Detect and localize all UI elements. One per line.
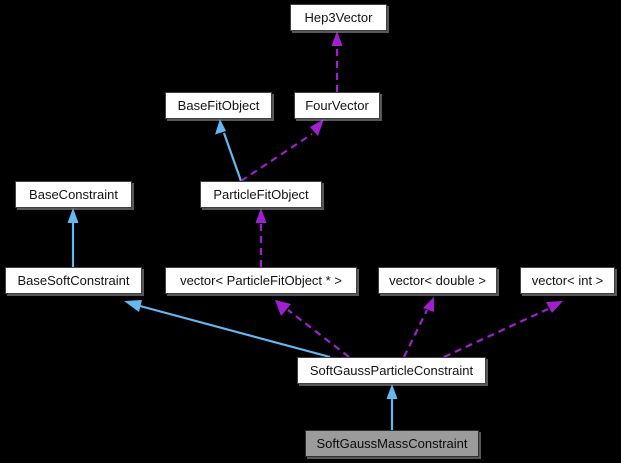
class-node-label: FourVector [305, 97, 369, 113]
edge-basesoftconstraint-to-baseconstraint [67, 208, 79, 267]
edge-softgaussparticleconstraint-to-basesoftconstraint [124, 300, 331, 359]
class-node-softgaussparticleconstraint[interactable]: SoftGaussParticleConstraint [297, 357, 486, 384]
class-node-hep3vector[interactable]: Hep3Vector [290, 4, 387, 31]
edge-softgaussparticleconstraint-to-vector-double [403, 297, 434, 358]
edge-softgaussparticleconstraint-to-vector-particlefitobject [275, 300, 350, 358]
edge-softgaussparticleconstraint-to-vector-int [443, 301, 563, 358]
class-node-label: vector< int > [531, 272, 604, 288]
class-node-fourvector[interactable]: FourVector [294, 92, 380, 119]
class-node-vector-double[interactable]: vector< double > [378, 267, 497, 294]
class-node-label: SoftGaussParticleConstraint [309, 362, 474, 378]
class-node-softgaussmassconstraint[interactable]: SoftGaussMassConstraint [305, 430, 479, 457]
class-node-label: SoftGaussMassConstraint [316, 435, 468, 451]
class-node-vector-int[interactable]: vector< int > [520, 267, 615, 294]
class-node-basefitobject[interactable]: BaseFitObject [165, 92, 272, 119]
edge-particlefitobject-to-fourvector [240, 119, 324, 182]
class-node-particlefitobject[interactable]: ParticleFitObject [200, 181, 322, 208]
edge-fourvector-to-hep3vector [331, 31, 343, 92]
class-node-label: vector< ParticleFitObject * > [180, 272, 342, 288]
class-node-label: BaseConstraint [29, 186, 118, 202]
class-node-label: BaseSoftConstraint [17, 272, 130, 288]
class-node-basesoftconstraint[interactable]: BaseSoftConstraint [5, 267, 142, 294]
class-node-label: ParticleFitObject [213, 186, 309, 202]
class-node-label: BaseFitObject [177, 97, 260, 113]
class-node-label: vector< double > [389, 272, 486, 288]
class-node-vector-particlefitobject-ptr[interactable]: vector< ParticleFitObject * > [165, 267, 357, 294]
edge-particlefitobject-to-basefitobject [215, 119, 243, 182]
class-node-baseconstraint[interactable]: BaseConstraint [15, 181, 132, 208]
edge-vector-particlefitobject-to-particlefitobject [255, 208, 267, 267]
edge-softgaussmassconstraint-to-softgaussparticleconstraint [386, 384, 398, 430]
class-node-label: Hep3Vector [304, 9, 373, 25]
